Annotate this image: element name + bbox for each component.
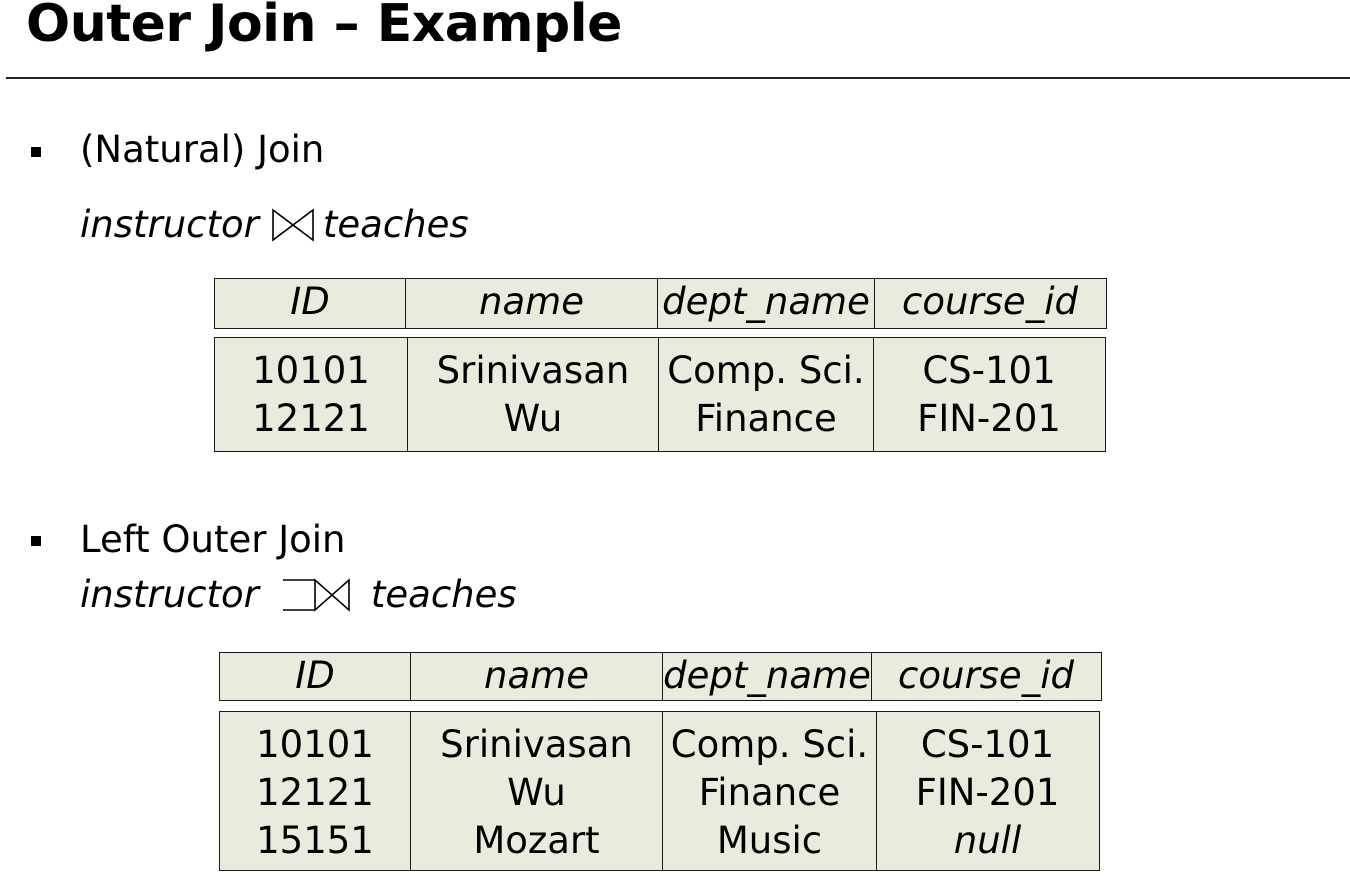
column-dept-name-values: Comp. Sci. Finance — [658, 337, 874, 452]
column-dept-name-values: Comp. Sci. Finance Music — [662, 711, 877, 871]
table-cell: CS-101 — [922, 349, 1056, 392]
natural-join-table-header: ID name dept_name course_id — [214, 278, 1107, 329]
expr-left-relation: instructor — [80, 202, 259, 246]
bullet-natural-join: (Natural) Join — [80, 128, 325, 171]
table-cell: 10101 — [252, 349, 370, 392]
table-cell: Comp. Sci. — [667, 349, 865, 392]
table-cell: Mozart — [473, 819, 600, 862]
column-header-dept-name: dept_name — [657, 278, 875, 329]
table-cell: Wu — [503, 397, 563, 440]
column-header-name: name — [404, 278, 659, 329]
title-divider — [6, 77, 1350, 79]
bullet-marker — [31, 147, 41, 157]
table-cell: Srinivasan — [440, 723, 633, 766]
table-cell: Wu — [507, 771, 566, 814]
left-outer-join-icon — [282, 578, 350, 612]
natural-join-expression: instructor teaches — [80, 200, 469, 248]
column-name-values: Srinivasan Wu — [406, 337, 660, 452]
null-value-cell: null — [953, 819, 1022, 862]
column-header-dept-name: dept_name — [662, 652, 872, 701]
left-outer-join-table-body: 10101 12121 15151 Srinivasan Wu Mozart C… — [219, 711, 1100, 871]
column-header-course-id: course_id — [873, 278, 1107, 329]
table-cell: 12121 — [252, 397, 370, 440]
table-cell: FIN-201 — [917, 397, 1061, 440]
table-cell: FIN-201 — [915, 771, 1060, 814]
table-cell: Music — [716, 819, 823, 862]
left-outer-join-expression: instructor teaches — [80, 570, 517, 618]
bowtie-icon — [272, 208, 314, 242]
column-course-id-values: CS-101 FIN-201 — [872, 337, 1106, 452]
expr-right-relation: teaches — [322, 202, 469, 246]
left-outer-join-table-header: ID name dept_name course_id — [219, 652, 1102, 701]
column-header-course-id: course_id — [870, 652, 1102, 701]
column-header-name: name — [409, 652, 664, 701]
column-header-id: ID — [214, 278, 406, 329]
table-cell: Comp. Sci. — [670, 723, 869, 766]
table-cell: CS-101 — [920, 723, 1055, 766]
natural-join-table-body: 10101 12121 Srinivasan Wu Comp. Sci. Fin… — [214, 337, 1106, 452]
table-cell: Finance — [695, 397, 837, 440]
expr-left-relation: instructor — [80, 572, 259, 616]
column-id-values: 10101 12121 — [214, 337, 408, 452]
column-header-id: ID — [219, 652, 411, 701]
expr-right-relation: teaches — [370, 572, 517, 616]
table-cell: 12121 — [256, 771, 374, 814]
slide-title: Outer Join – Example — [26, 0, 622, 54]
column-id-values: 10101 12121 15151 — [219, 711, 411, 871]
column-name-values: Srinivasan Wu Mozart — [409, 711, 664, 871]
table-cell: 10101 — [256, 723, 374, 766]
table-cell: Srinivasan — [436, 349, 630, 392]
bullet-left-outer-join: Left Outer Join — [80, 518, 346, 561]
table-cell: Finance — [698, 771, 841, 814]
table-cell: 15151 — [256, 819, 374, 862]
column-course-id-values: CS-101 FIN-201 null — [875, 711, 1100, 871]
bullet-marker — [31, 536, 41, 546]
